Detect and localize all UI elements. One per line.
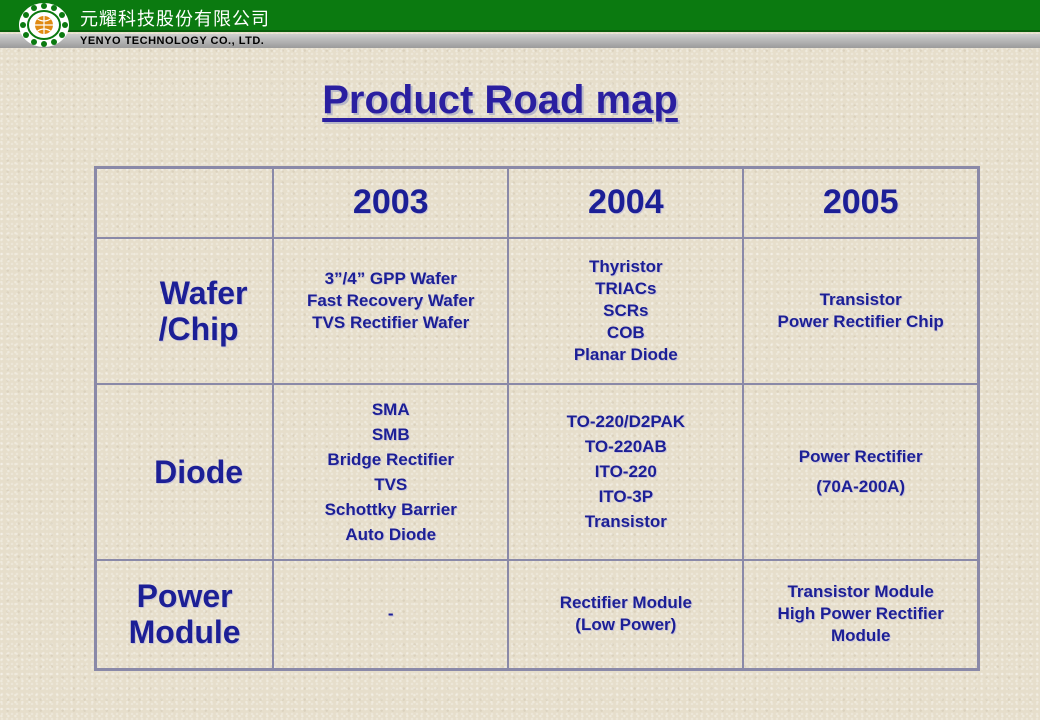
cell-line: ITO-220 bbox=[594, 462, 657, 481]
cell-line: TO-220AB bbox=[584, 437, 667, 456]
row-label-line: /Chip bbox=[158, 310, 239, 347]
roadmap-cell: 3”/4” GPP Wafer Fast Recovery Wafer TVS … bbox=[272, 236, 510, 385]
cell-line: Power Rectifier Chip bbox=[777, 311, 944, 331]
roadmap-cell: Power Rectifier (70A-200A) bbox=[742, 382, 980, 561]
cell-line: COB bbox=[606, 322, 645, 342]
table-row-diode: Diode SMA SMB Bridge Rectifier TVS Schot… bbox=[94, 382, 980, 561]
row-label-line: Wafer bbox=[159, 274, 248, 311]
cell-line: Schottky Barrier bbox=[324, 499, 457, 519]
cell-line: TVS Rectifier Wafer bbox=[312, 312, 470, 332]
cell-line: Module bbox=[830, 626, 891, 646]
row-label-line: Diode bbox=[154, 453, 244, 490]
roadmap-cell: Rectifier Module (Low Power) bbox=[507, 558, 745, 671]
roadmap-cell: TO-220/D2PAK TO-220AB ITO-220 ITO-3P Tra… bbox=[507, 382, 745, 561]
row-label-line: Module bbox=[128, 614, 241, 651]
cell-line: 3”/4” GPP Wafer bbox=[324, 268, 457, 288]
cell-line: Rectifier Module bbox=[559, 593, 692, 613]
cell-line: Bridge Rectifier bbox=[327, 449, 455, 469]
row-label: Diode bbox=[94, 382, 275, 561]
row-label-line: Power bbox=[136, 578, 233, 615]
header-banner: 元耀科技股份有限公司 YENYO TECHNOLOGY CO., LTD. bbox=[0, 0, 1040, 50]
cell-line: SMB bbox=[371, 424, 410, 444]
cell-line: Planar Diode bbox=[573, 344, 678, 364]
cell-line: Transistor bbox=[584, 512, 667, 531]
cell-line: SMA bbox=[371, 399, 410, 419]
year-header: 2005 bbox=[742, 166, 980, 239]
page-title: Product Road map bbox=[322, 78, 678, 122]
cell-line: Auto Diode bbox=[345, 524, 437, 544]
roadmap-cell: Transistor Module High Power Rectifier M… bbox=[742, 558, 980, 671]
yenyo-logo-icon bbox=[19, 3, 69, 47]
roadmap-cell: SMA SMB Bridge Rectifier TVS Schottky Ba… bbox=[272, 382, 510, 561]
cell-line: (70A-200A) bbox=[816, 476, 906, 496]
roadmap-cell: Transistor Power Rectifier Chip bbox=[742, 236, 980, 385]
cell-line: Transistor bbox=[819, 289, 902, 309]
header-green-bar bbox=[0, 0, 1040, 32]
table-row-power-module: Power Module - Rectifier Module (Low Pow… bbox=[94, 558, 980, 671]
cell-line: Fast Recovery Wafer bbox=[306, 290, 475, 310]
header-gray-bar bbox=[0, 34, 1040, 48]
cell-line: TVS bbox=[374, 474, 408, 494]
cell-line: (Low Power) bbox=[575, 615, 677, 635]
cell-line: TO-220/D2PAK bbox=[566, 412, 686, 431]
cell-line: TRIACs bbox=[595, 278, 657, 298]
cell-line: SCRs bbox=[603, 300, 649, 320]
corner-cell bbox=[94, 166, 275, 239]
year-header: 2004 bbox=[507, 166, 745, 239]
roadmap-cell: Thyristor TRIACs SCRs COB Planar Diode bbox=[507, 236, 745, 385]
roadmap-cell: - bbox=[272, 558, 510, 671]
cell-line: Transistor Module bbox=[787, 582, 934, 602]
product-roadmap-table: 2003 2004 2005 Wafer /Chip 3”/4” GPP Waf… bbox=[94, 166, 980, 671]
cell-line: ITO-3P bbox=[598, 487, 654, 506]
year-header: 2003 bbox=[272, 166, 510, 239]
year-header-row: 2003 2004 2005 bbox=[94, 166, 980, 239]
row-label: Power Module bbox=[94, 558, 275, 671]
table-row-wafer-chip: Wafer /Chip 3”/4” GPP Wafer Fast Recover… bbox=[94, 236, 980, 385]
company-name-chinese: 元耀科技股份有限公司 bbox=[80, 9, 270, 30]
cell-line: Thyristor bbox=[588, 256, 663, 276]
row-label: Wafer /Chip bbox=[94, 236, 275, 385]
cell-line: High Power Rectifier bbox=[777, 604, 944, 624]
cell-line: Power Rectifier bbox=[798, 446, 923, 466]
company-name-english: YENYO TECHNOLOGY CO., LTD. bbox=[80, 35, 265, 47]
cell-line: - bbox=[387, 604, 394, 624]
